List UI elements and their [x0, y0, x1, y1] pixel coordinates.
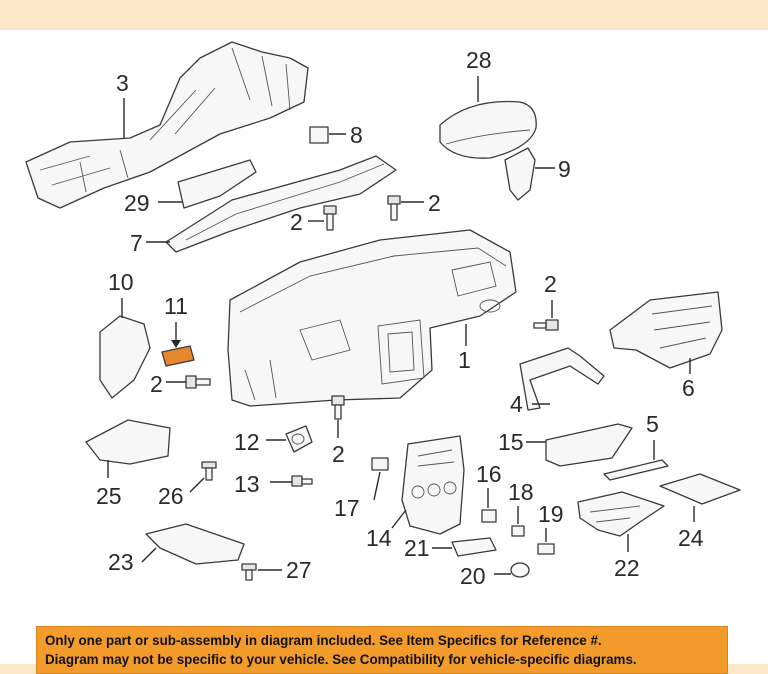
part-22-liner	[577, 491, 665, 537]
callout-14: 14	[366, 525, 392, 551]
callout-2b: 2	[428, 190, 441, 216]
callout-8: 8	[350, 122, 363, 148]
part-17-clip	[371, 457, 389, 471]
callout-6: 6	[682, 375, 695, 401]
callout-21: 21	[404, 535, 430, 561]
part-29-bracket	[177, 159, 257, 209]
part-28-lid	[439, 100, 537, 159]
callout-13: 13	[234, 471, 260, 497]
part-3-crossbeam	[25, 41, 309, 209]
part-9-bezel	[504, 147, 536, 201]
part-7-pad	[165, 155, 397, 253]
leader-26	[189, 477, 205, 493]
part-10-side-panel	[99, 315, 151, 399]
disclaimer-banner: Only one part or sub-assembly in diagram…	[36, 626, 728, 674]
part-13-screw	[291, 475, 313, 487]
callout-12: 12	[234, 429, 260, 455]
callout-29: 29	[124, 190, 150, 216]
arrow-11	[171, 340, 181, 348]
callout-15: 15	[498, 429, 524, 455]
callout-1: 1	[458, 347, 471, 373]
part-26-pin	[201, 461, 217, 481]
callout-22: 22	[614, 555, 640, 581]
part-15-trim-plate	[545, 423, 633, 467]
callout-18: 18	[508, 479, 534, 505]
callout-4: 4	[510, 391, 523, 417]
disclaimer-line-1: Only one part or sub-assembly in diagram…	[45, 633, 602, 648]
callout-16: 16	[476, 461, 502, 487]
part-23-insulator	[145, 523, 245, 565]
part-6-bracket	[609, 291, 723, 369]
part-19-knob	[537, 543, 555, 555]
callout-23: 23	[108, 549, 134, 575]
part-11-highlighted	[161, 345, 195, 367]
leader-14	[391, 509, 407, 529]
callout-27: 27	[286, 557, 312, 583]
callout-19: 19	[538, 501, 564, 527]
parts-diagram: 3 28 8 9 29	[25, 41, 741, 589]
part-8-clip	[309, 126, 329, 144]
callout-2a: 2	[290, 209, 303, 235]
part-27-pin	[241, 563, 257, 581]
part-5-molding	[603, 459, 669, 481]
callout-26: 26	[158, 483, 184, 509]
callout-11: 11	[164, 293, 188, 319]
part-21-panel	[451, 537, 497, 557]
callout-24: 24	[678, 525, 704, 551]
callout-17: 17	[334, 495, 360, 521]
callout-25: 25	[96, 483, 122, 509]
part-4-trim	[519, 347, 605, 411]
part-2-bolt-d	[185, 375, 211, 389]
part-1-instrument-panel	[227, 229, 517, 407]
callout-3: 3	[116, 70, 129, 96]
diagram-canvas: 3 28 8 9 29	[0, 30, 768, 674]
part-12-vent	[285, 425, 313, 453]
callout-20: 20	[460, 563, 486, 589]
callout-2c: 2	[544, 271, 557, 297]
callout-2e: 2	[332, 441, 345, 467]
callout-28: 28	[466, 47, 492, 73]
part-18-knob	[511, 525, 525, 537]
part-14-console	[401, 435, 465, 535]
part-20-cap	[510, 562, 530, 578]
callout-2d: 2	[150, 371, 163, 397]
callout-5: 5	[646, 411, 659, 437]
part-2-bolt-e	[331, 395, 345, 420]
part-2-bolt-a	[323, 205, 337, 231]
part-24-tray	[659, 473, 741, 505]
leader-17	[373, 471, 381, 501]
part-2-bolt-c	[533, 319, 559, 331]
callout-7: 7	[130, 230, 143, 256]
disclaimer-line-2: Diagram may not be specific to your vehi…	[45, 652, 637, 667]
callout-9: 9	[558, 156, 571, 182]
part-16-knob	[481, 509, 497, 523]
part-25-insulator	[85, 419, 171, 465]
leader-23	[141, 547, 157, 563]
callout-10: 10	[108, 269, 134, 295]
part-2-bolt-b	[387, 195, 401, 221]
